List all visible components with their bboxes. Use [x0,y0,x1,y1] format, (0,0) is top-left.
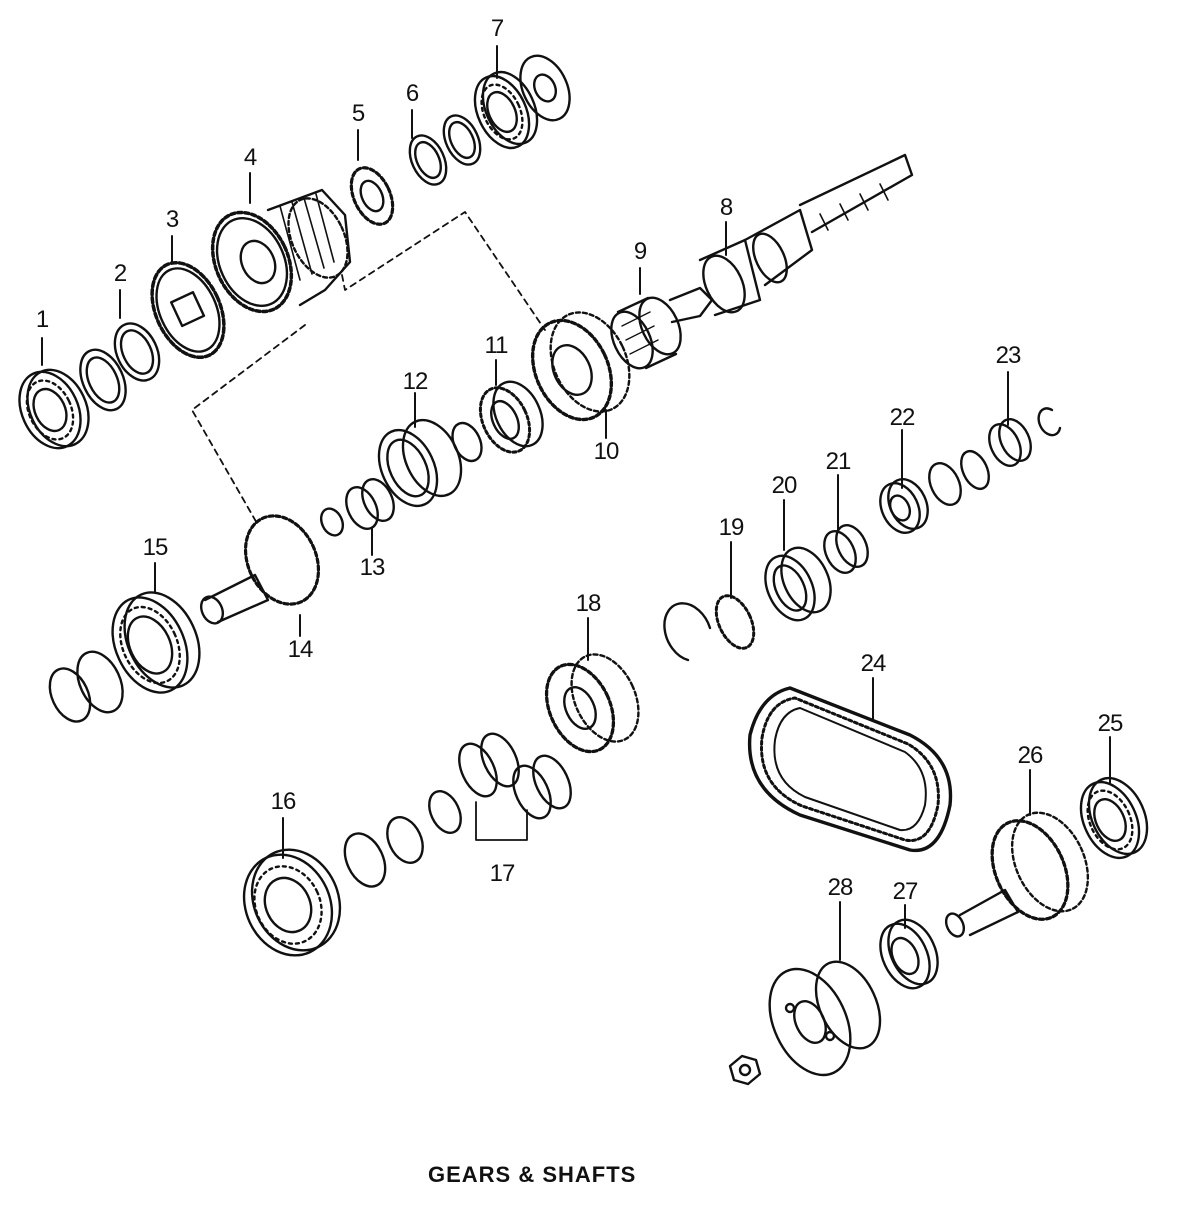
callout-14[interactable]: 14 [287,636,314,663]
part-25-bearing [1079,776,1149,860]
part-1-bearing [18,368,90,450]
part-27-bearing [879,918,939,990]
callout-26[interactable]: 26 [1017,742,1044,769]
part-16-bearing [242,790,462,957]
callout-21[interactable]: 21 [825,448,852,475]
part-15-bearing [48,591,201,723]
callout-22[interactable]: 22 [889,404,916,431]
callout-16[interactable]: 16 [270,788,297,815]
part-26-driven-sprocket [944,811,1090,938]
callout-11[interactable]: 11 [484,332,509,359]
leader-lines [41,45,1111,961]
callout-23[interactable]: 23 [995,342,1022,369]
callout-1[interactable]: 1 [35,306,49,333]
part-24-chain [747,686,953,853]
part-2-washer [79,322,161,412]
callout-6[interactable]: 6 [405,80,419,107]
callout-4[interactable]: 4 [243,144,257,171]
part-8-shaft [668,153,914,324]
callout-13[interactable]: 13 [359,554,386,581]
callout-20[interactable]: 20 [771,472,798,499]
part-7-bearing [473,54,571,150]
callout-18[interactable]: 18 [575,590,602,617]
part-17-needle-cages [458,732,572,841]
part-10-gear [530,311,631,422]
callout-27[interactable]: 27 [892,878,919,905]
callout-17[interactable]: 17 [489,860,516,887]
callout-12[interactable]: 12 [402,368,429,395]
part-23-ring [988,407,1062,467]
callout-10[interactable]: 10 [593,438,620,465]
callout-25[interactable]: 25 [1097,710,1124,737]
callout-3[interactable]: 3 [165,206,179,233]
callout-9[interactable]: 9 [633,238,647,265]
part-20-sleeve [764,546,832,622]
part-5-sprocket [349,166,395,226]
dashed-relationship-lines [191,211,546,526]
callout-19[interactable]: 19 [718,514,745,541]
part-11-synchro-ring [478,380,544,454]
part-12-sleeve [377,418,483,508]
part-28-flange [728,960,882,1086]
part-9-needle-bearing [610,296,682,370]
part-6-snap-ring [408,114,482,186]
part-19-synchro-ring [663,594,756,662]
part-18-clutch-gear [544,653,640,754]
part-4-cluster-gear [210,188,352,314]
callout-15[interactable]: 15 [142,534,169,561]
callout-28[interactable]: 28 [827,874,854,901]
part-14-input-gear [199,514,321,625]
callout-7[interactable]: 7 [490,15,504,42]
part-21-hub [823,524,869,574]
part-3-sprocket [150,260,226,360]
callout-24[interactable]: 24 [860,650,887,677]
diagram-title: GEARS & SHAFTS [428,1162,637,1187]
callout-8[interactable]: 8 [719,194,733,221]
part-22-bearing [879,449,990,534]
callout-2[interactable]: 2 [113,260,127,287]
part-13-needle-bearing [319,478,395,537]
callout-5[interactable]: 5 [351,100,365,127]
